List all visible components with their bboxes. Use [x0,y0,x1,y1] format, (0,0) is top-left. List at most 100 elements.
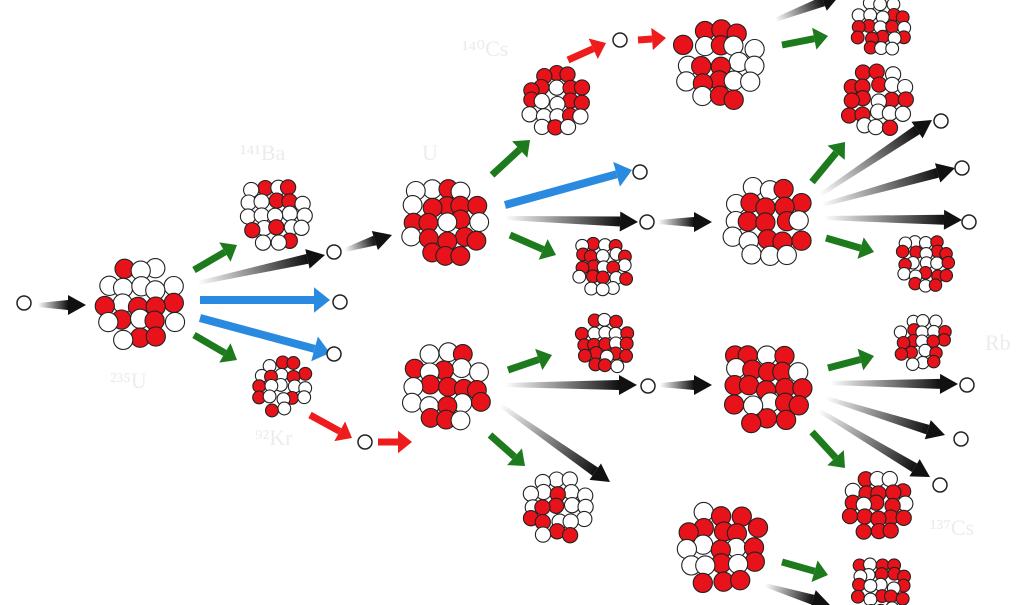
proton [597,358,612,373]
proton [897,91,914,108]
nucleus-far-top [850,0,912,56]
neutron-trail-bottom [764,583,830,605]
proton [926,354,941,369]
label-rb: Rb [985,330,1011,355]
nucleus-fragment-c [522,471,594,544]
proton [775,409,797,431]
proton [883,589,898,604]
proton [852,577,866,592]
proton [470,391,491,412]
nucleus-far-mid-upper [895,235,956,293]
neutron-trail-5 [498,403,610,482]
neutron [692,85,713,107]
proton [244,222,261,239]
proton [895,591,910,605]
neutron [788,210,809,231]
proton [755,212,776,233]
free-neutrons-layer [16,32,977,493]
proton [855,523,872,540]
proton [894,347,909,361]
nucleus-kr [252,355,313,418]
proton [619,271,634,286]
proton [895,509,912,527]
neutron [863,578,878,593]
neutron-trail-top [774,0,836,22]
free-neutron-9 [933,113,949,129]
nucleus-far-mid-lower [893,314,952,371]
proton [939,268,954,283]
nucleus-far-bottom [850,557,911,605]
neutron [867,118,884,136]
neutron [401,226,422,247]
neutron [164,311,186,333]
proton [791,192,812,214]
neutron [270,234,287,251]
neutron [885,601,899,605]
neutron [740,71,761,92]
proton [298,366,313,381]
fragment-arrow-u3-up [506,348,552,374]
neutron [522,485,540,502]
neutron [253,193,270,210]
nucleus-u235-right-top [722,176,812,266]
proton [928,278,943,292]
proton [791,230,812,251]
proton [286,356,301,370]
proton [941,255,956,270]
neutron [521,106,538,123]
proton [937,333,951,347]
neutron [894,105,912,122]
proton [573,94,590,111]
proton [574,326,589,341]
proton [882,522,899,539]
neutron [610,359,625,374]
incoming-neutron-trail [38,295,86,315]
neutron [930,256,944,270]
label-kr: ⁹²Kr [255,425,293,450]
free-neutron-12 [959,377,975,393]
neutron [563,497,581,514]
neutron [584,281,599,296]
neutron [113,329,134,351]
fragment-arrow-bottom-right [781,558,828,582]
fragment-arrow-upper [192,242,237,274]
nucleus-u235-top [401,179,490,266]
proton [672,34,694,56]
proton [747,517,769,538]
neutron-trail-12 [825,396,945,440]
free-neutron-1 [326,244,342,260]
neutron [559,118,577,136]
neutron [533,92,550,110]
proton [744,551,765,572]
nucleus-fragment-a [572,236,634,297]
proton [268,219,285,236]
proton [788,395,809,416]
gamma-arrow-2 [198,314,330,362]
free-neutron-10 [954,160,970,176]
fragment-arrow-top-right [781,27,828,50]
neutron [262,389,277,404]
free-neutron-14 [932,477,948,493]
neutron [572,269,587,284]
free-neutron-11 [961,214,977,230]
fragment-arrow-r1-down [825,234,874,259]
proton [573,79,591,96]
neutron-trail-7 [818,120,932,197]
fragment-arrow-u2-down [508,231,556,260]
neutron-trail-3 [504,211,638,232]
neutron-trail-2 [344,230,392,252]
neutron [297,390,312,405]
free-neutron-8 [640,378,656,394]
proton [691,56,712,77]
nucleus-u235-bottom [401,342,491,431]
proton [559,66,576,83]
proton [450,246,471,266]
nucleus-ba [239,179,313,251]
proton [856,508,873,525]
proton [577,348,592,363]
proton [730,570,751,591]
free-neutron-4 [357,434,373,450]
neutron [851,8,866,23]
